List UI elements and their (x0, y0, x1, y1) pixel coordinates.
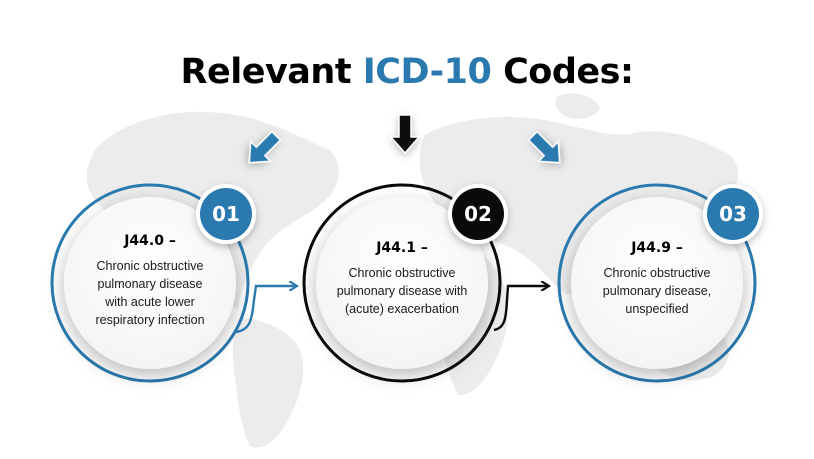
step-3-desc-line-3: unspecified (625, 302, 689, 316)
connector-1-to-2 (235, 286, 296, 334)
step-2-code: J44.1 – (376, 240, 428, 256)
step-1-desc-line-1: Chronic obstructive (96, 259, 204, 273)
step-number-2: 02 (464, 202, 492, 226)
step-3-desc-line-2: pulmonary disease, (602, 284, 712, 298)
step-3-desc-line-1: Chronic obstructive (603, 266, 711, 280)
step-1-code: J44.0 – (124, 233, 176, 249)
step-2-desc-line-2: pulmonary disease with (336, 284, 468, 298)
step-2-desc-line-3: (acute) exacerbation (345, 302, 459, 316)
title-suffix: Codes: (491, 52, 634, 92)
step-1-desc-line-4: respiratory infection (95, 313, 205, 327)
step-number-1: 01 (212, 202, 240, 226)
page-title: Relevant ICD-10 Codes: (0, 52, 814, 92)
connector-2-to-3 (493, 286, 548, 332)
step-card-2 (302, 183, 508, 383)
arrow-down-left-icon (248, 130, 282, 164)
step-3-code: J44.9 – (631, 240, 683, 256)
step-1-desc-line-2: pulmonary disease (97, 277, 203, 291)
step-1-content: J44.0 – Chronic obstructive pulmonary di… (75, 233, 225, 329)
connectors (235, 286, 548, 334)
step-2-content: J44.1 – Chronic obstructive pulmonary di… (322, 240, 482, 318)
step-number-3: 03 (719, 202, 747, 226)
title-highlight: ICD-10 (362, 52, 492, 92)
step-card-1 (50, 183, 256, 383)
step-card-3 (557, 183, 763, 383)
step-2-desc-line-1: Chronic obstructive (348, 266, 456, 280)
title-prefix: Relevant (180, 52, 363, 92)
arrow-down-right-icon (527, 130, 561, 164)
arrow-down-icon (389, 114, 421, 155)
step-3-content: J44.9 – Chronic obstructive pulmonary di… (582, 240, 732, 318)
step-1-desc-line-3: with acute lower (105, 295, 195, 309)
